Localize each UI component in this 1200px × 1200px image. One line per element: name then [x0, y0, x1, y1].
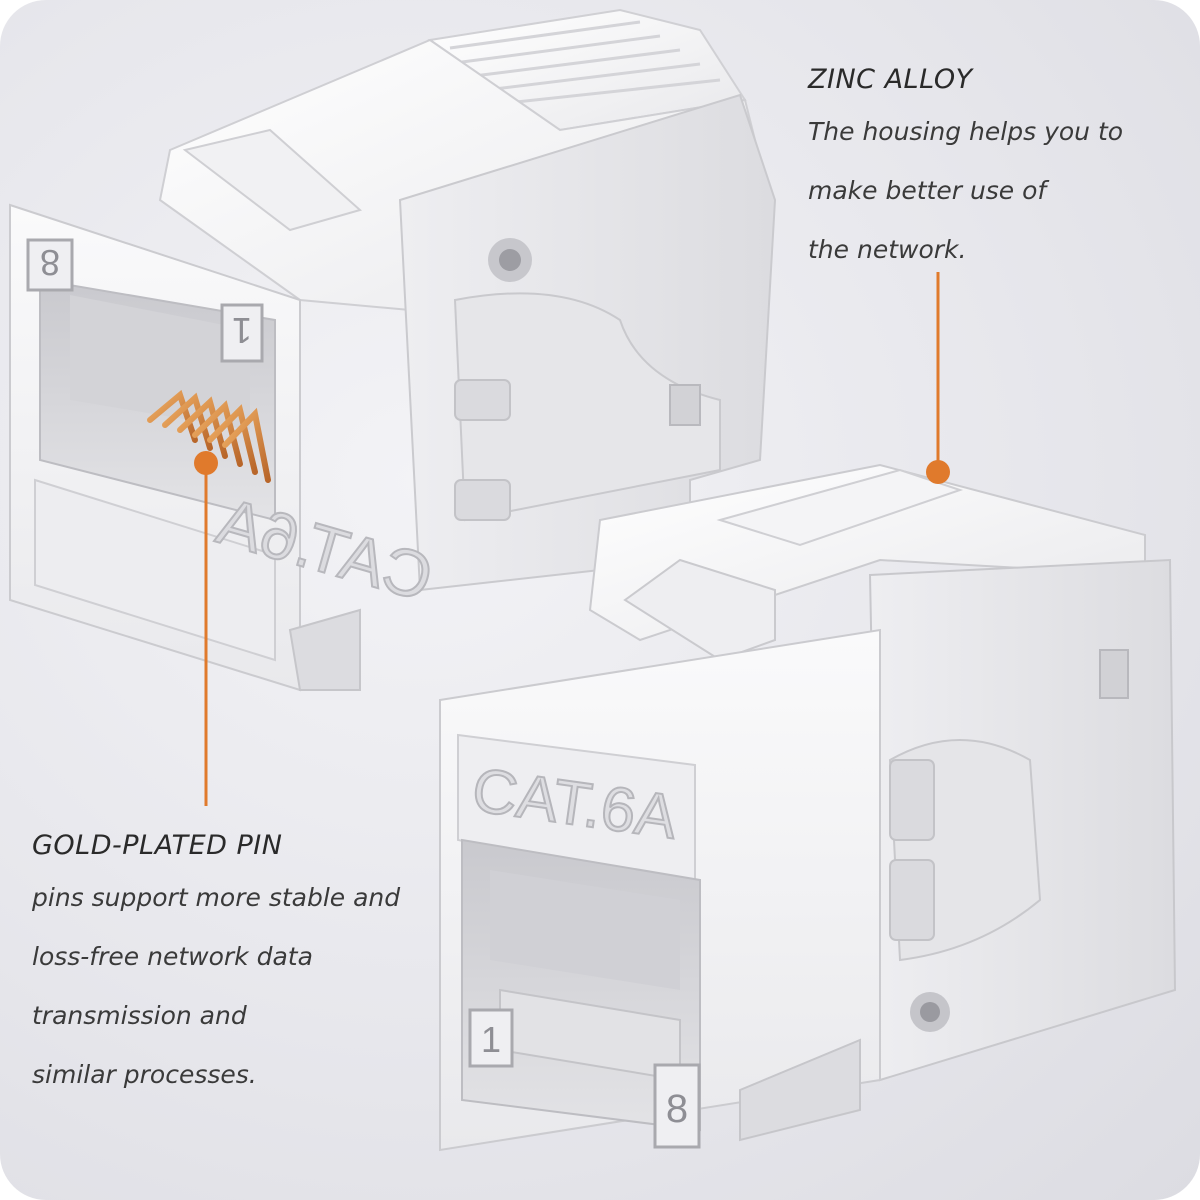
gold-plated-pin-line-1: pins support more stable and	[32, 883, 401, 912]
front-pin-label-left: 8	[40, 242, 60, 283]
gold-plated-pin-line-4: similar processes.	[32, 1060, 257, 1089]
front-pin-label-right: 1	[232, 310, 252, 351]
zinc-alloy-line-2: make better use of	[808, 176, 1047, 205]
callout-leaders	[194, 272, 950, 806]
back-pin-label-right: 8	[666, 1087, 688, 1131]
gold-leader-dot	[194, 451, 218, 475]
gold-plated-pin-line-3: transmission and	[32, 1001, 247, 1030]
zinc-alloy-line-1: The housing helps you to	[808, 117, 1124, 146]
gold-plated-pin-line-2: loss-free network data	[32, 942, 313, 971]
back-keystone-jack: CAT.6A 1 8	[439, 463, 1177, 1152]
zinc-alloy-line-3: the network.	[808, 235, 967, 264]
back-pin-label-left: 1	[481, 1019, 501, 1060]
zinc-leader-dot	[926, 460, 950, 484]
gold-plated-pin-title: GOLD-PLATED PIN	[32, 830, 283, 861]
latch-ribs	[449, 20, 721, 106]
zinc-alloy-title: ZINC ALLOY	[808, 64, 973, 95]
gold-plated-pin-callout: GOLD-PLATED PIN pins support more stable…	[32, 828, 400, 1104]
gold-pins	[147, 389, 271, 483]
zinc-alloy-callout: ZINC ALLOY The housing helps you to make…	[808, 62, 1123, 279]
